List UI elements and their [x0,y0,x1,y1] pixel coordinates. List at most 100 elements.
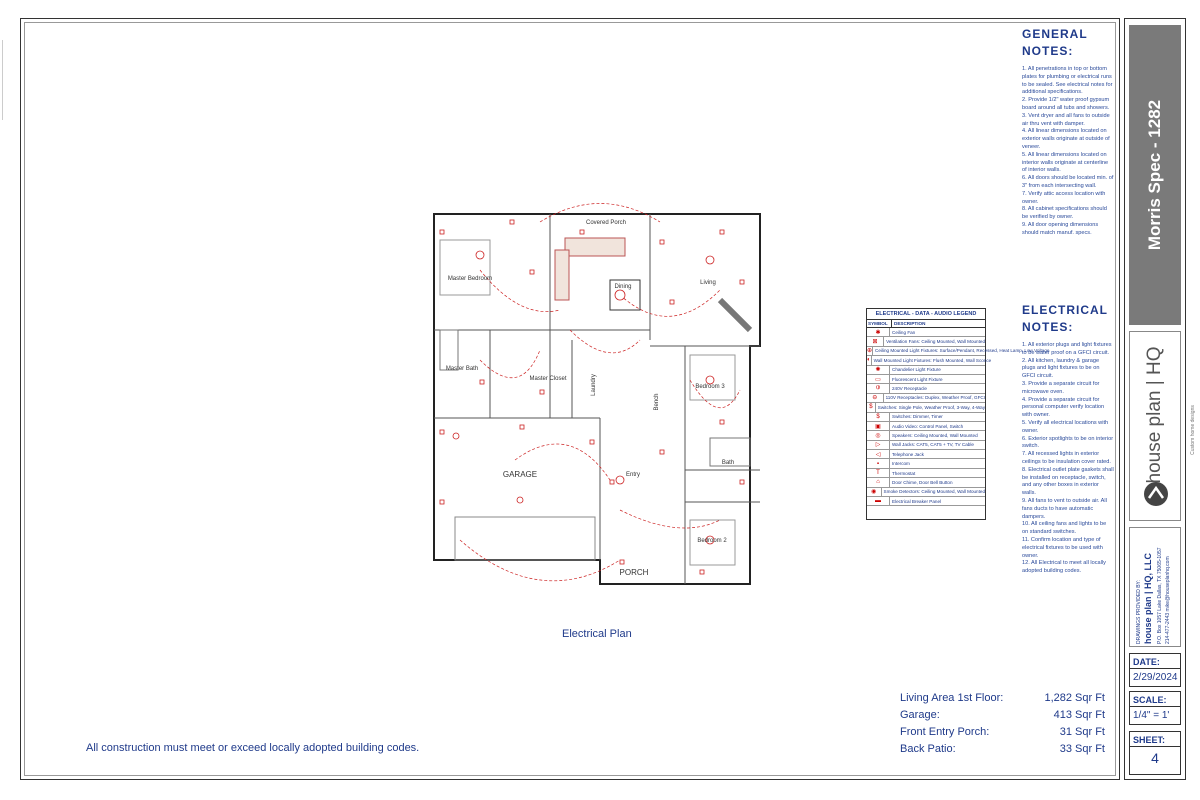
room-label-bedroom3: Bedroom 3 [695,384,725,390]
note-item: 5. Verify all electrical locations with … [1022,419,1109,434]
area-row: Living Area 1st Floor:1,282 Sqr Ft [900,692,1105,704]
legend-row: ⦶240V Receptacle [867,384,985,394]
legend-symbol-icon: ▬ [867,497,890,506]
legend-row: ▣Audio Video: Control Panel, Switch [867,421,985,432]
title-block: Morris Spec - 1282 house plan | HQ Custo… [1124,18,1196,780]
exterior-wall [433,213,761,585]
legend-symbol-icon: ▣ [867,421,890,431]
dining-table [609,279,641,311]
note-item: 3. Provide a separate circuit for microw… [1022,380,1100,395]
legend-description: Ceiling Fan [892,329,916,335]
company-address: P.O. Box 1057 Lake Dallas, TX 75065-1057 [1157,547,1163,644]
company-contact: 214-477-2443 mike@houseplanhq.com [1165,556,1171,644]
legend-description: Door Chime, Door Bell Button [892,479,953,485]
general-notes-heading-2: NOTES: [1022,44,1074,58]
legend-symbol-icon: $ [867,403,876,412]
note-item: 5. All linear dimensions located on inte… [1022,151,1109,174]
electrical-notes-heading-1: ELECTRICAL [1022,303,1108,317]
general-notes-heading-1: GENERAL [1022,27,1088,41]
legend-description: Telephone Jack [892,451,924,457]
legend-row: ▭Fluorescent Light Fixture [867,374,985,385]
legend-row: ✺Chandelier Light Fixture [867,365,985,375]
area-row: Front Entry Porch:31 Sqr Ft [900,726,1105,738]
area-table: Living Area 1st Floor:1,282 Sqr Ft Garag… [900,690,1105,758]
legend-description: Ventilation Fans: Ceiling Mounted, Wall … [886,339,985,345]
brand-name: house plan | HQ [1144,346,1165,484]
note-item: 6. All doors should be located min. of 3… [1022,175,1114,189]
legend-symbol-icon: ◉ [867,487,882,497]
legend-symbol-icon: ▷ [867,440,890,450]
tub [439,329,459,371]
note-item: 9. All door opening dimensions should ma… [1022,221,1099,236]
legend-row: $Switches: Single Pole, Weather Proof, 3… [867,403,985,413]
note-item: 1. All penetrations in top or bottom pla… [1022,66,1113,96]
legend-symbol-icon: ⊠ [867,337,885,346]
legend-description: Smoke Detectors: Ceiling Mounted, Wall M… [883,489,985,495]
area-row: Garage:413 Sqr Ft [900,709,1105,721]
legend-row: ◐Wall Mounted Light Fixtures: Flush Moun… [867,356,991,366]
building-code-note: All construction must meet or exceed loc… [86,742,420,754]
legend-row: ◎Speakers: Ceiling Mounted, Wall Mounted [867,431,985,441]
legend-description: Thermostat [892,470,916,476]
bedroom2-bed [689,519,736,566]
note-item: 2. Provide 1/2" water proof gypsum board… [1022,97,1110,111]
room-label-porch: PORCH [620,568,649,577]
room-label-living: Living [700,280,716,286]
kitchen-counter [564,237,626,257]
project-name-panel: Morris Spec - 1282 [1129,25,1181,325]
legend-symbol-icon: ◎ [867,431,890,440]
legend-col-symbol: SYMBOL [867,320,892,327]
legend-symbol-icon: ⊕ [867,346,874,356]
bedroom3-bed [689,354,736,401]
sheet-cell: SHEET: 4 [1129,731,1181,775]
legend-symbol-icon: ▭ [867,374,890,384]
bath-tub [709,437,751,467]
legend-symbol-icon: T [867,468,890,478]
note-item: 12. All Electrical to meet all locally a… [1022,560,1106,575]
note-item: 6. Exterior spotlights to be on interior… [1022,435,1114,450]
scale-label: SCALE: [1130,692,1180,707]
sheet-label: SHEET: [1130,732,1180,747]
note-item: 8. Electrical outlet plate gaskets shall… [1022,466,1114,497]
legend-row: ◁Telephone Jack [867,450,985,460]
legend-description: Switches: Dimmer, Timer [892,414,943,420]
floor-plan: Covered Porch Master Bedroom Dining Livi… [433,203,761,585]
legend-description: Electrical Breaker Panel [892,498,942,504]
general-notes-list: 1. All penetrations in top or bottom pla… [1022,66,1114,238]
legend-description: Wall Jacks: CAT5, CAT5 + TV, TV Cable [892,442,974,448]
brand-logo-icon [1144,482,1168,506]
legend-symbol-icon: ✱ [867,328,890,337]
note-item: 7. Verify attic access location with own… [1022,190,1106,205]
room-label-garage: GARAGE [503,470,537,479]
legend-symbol-icon: ⦶ [867,384,890,393]
room-label-master-bedroom: Master Bedroom [448,276,492,282]
legend-description: Intercom [892,461,910,467]
legend-description: Wall Mounted Light Fixtures: Flush Mount… [873,357,992,363]
legend-row: ✱Ceiling Fan [867,328,985,338]
room-label-bath: Bath [722,460,734,466]
legend-description: 110V Receptacles: Duplex, Weather Proof,… [885,395,985,401]
legend-description: Switches: Single Pole, Weather Proof, 3-… [877,404,985,410]
garage-door [454,516,596,561]
legend-description: Chandelier Light Fixture [892,367,941,373]
kitchen-counter-side [554,249,570,301]
legend-header: SYMBOL DESCRIPTION [867,320,985,328]
project-name: Morris Spec - 1282 [1145,99,1164,251]
room-label-master-bath: Master Bath [446,366,478,372]
note-item: 11. Confirm location and type of electri… [1022,536,1103,559]
note-item: 8. All cabinet specifications should be … [1022,206,1107,221]
note-item: 9. All fans to vent to outside air. All … [1022,497,1107,520]
legend-row: ⊕Ceiling Mounted Light Fixtures: Surface… [867,346,1049,357]
legend-title: ELECTRICAL - DATA - AUDIO LEGEND [867,309,985,320]
note-item: 3. Vent dryer and all fans to outside ai… [1022,112,1110,127]
legend-symbol-icon: ◐ [867,356,872,365]
legend-row: ▪Intercom [867,459,985,469]
fireplace [717,297,753,333]
note-item: 10. All ceiling fans and lights to be on… [1022,521,1107,536]
electrical-notes-list: 1. All exterior plugs and light fixtures… [1022,342,1114,576]
legend-col-description: DESCRIPTION [894,321,926,326]
note-item: 4. All linear dimensions located on exte… [1022,128,1110,150]
brand-logo-panel: house plan | HQ Custom home designs [1129,331,1196,521]
sheet-number: 4 [1151,750,1159,766]
